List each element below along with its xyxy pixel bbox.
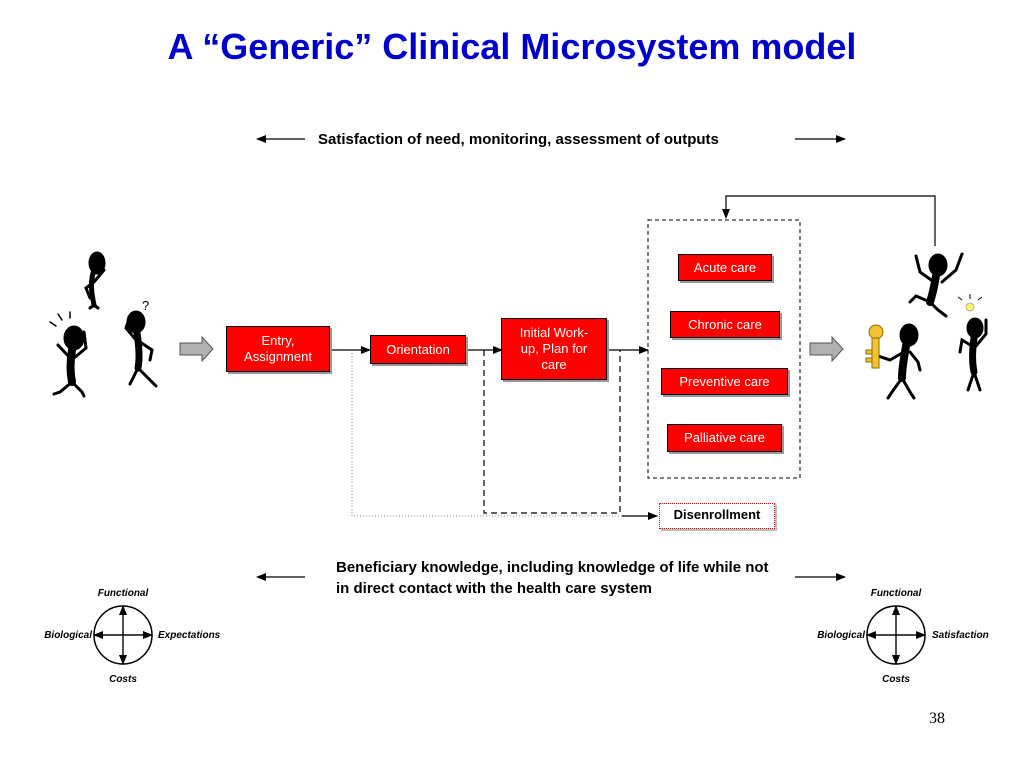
palliative-care-label: Palliative care: [684, 430, 765, 445]
chronic-care-label: Chronic care: [688, 316, 762, 332]
output-block-arrow: [809, 335, 844, 363]
feedback-loop-line: [722, 195, 936, 246]
initial-workup-box: Initial Work-up, Plan for care: [501, 318, 607, 380]
initial-workup-label: Initial Work-up, Plan for care: [519, 325, 589, 372]
compass-right-right-label: Satisfaction: [932, 630, 989, 641]
light-bulb-icon: [957, 294, 983, 312]
bottom-caption: Beneficiary knowledge, including knowled…: [336, 559, 769, 597]
compass-left-left-label: Biological: [44, 630, 92, 641]
disenrollment-box: Disenrollment: [659, 503, 775, 529]
stick-figures-right: [876, 252, 988, 400]
key-icon: [865, 324, 884, 369]
palliative-care-box: Palliative care: [667, 424, 782, 452]
slide-number: 38: [929, 710, 945, 727]
entry-assignment-box: Entry, Assignment: [226, 326, 330, 372]
slide-title: A “Generic” Clinical Microsystem model: [167, 26, 857, 67]
preventive-care-label: Preventive care: [679, 373, 770, 389]
compass-right-top-label: Functional: [870, 588, 922, 599]
entry-assignment-label: Entry, Assignment: [244, 333, 312, 364]
compass-right: [866, 605, 926, 665]
top-caption: Satisfaction of need, monitoring, assess…: [318, 131, 719, 148]
acute-care-label: Acute care: [693, 259, 757, 275]
compass-right-left-label: Biological: [817, 630, 865, 641]
question-mark: ?: [142, 298, 150, 313]
preventive-care-box: Preventive care: [661, 368, 788, 395]
chronic-care-box: Chronic care: [670, 311, 780, 338]
compass-right-bottom-label: Costs: [882, 674, 910, 685]
input-block-arrow: [179, 335, 214, 363]
compass-left: [93, 605, 153, 665]
orientation-box: Orientation: [370, 335, 466, 364]
initial-disenrollment-path: [483, 350, 621, 514]
entry-disenrollment-path: [351, 350, 658, 517]
compass-left-bottom-label: Costs: [109, 674, 137, 685]
stick-figures-left: [49, 251, 158, 398]
compass-left-top-label: Functional: [97, 588, 149, 599]
care-types-container: [647, 219, 801, 479]
acute-care-box: Acute care: [678, 254, 772, 281]
compass-left-right-label: Expectations: [158, 630, 221, 641]
orientation-label: Orientation: [386, 341, 450, 357]
